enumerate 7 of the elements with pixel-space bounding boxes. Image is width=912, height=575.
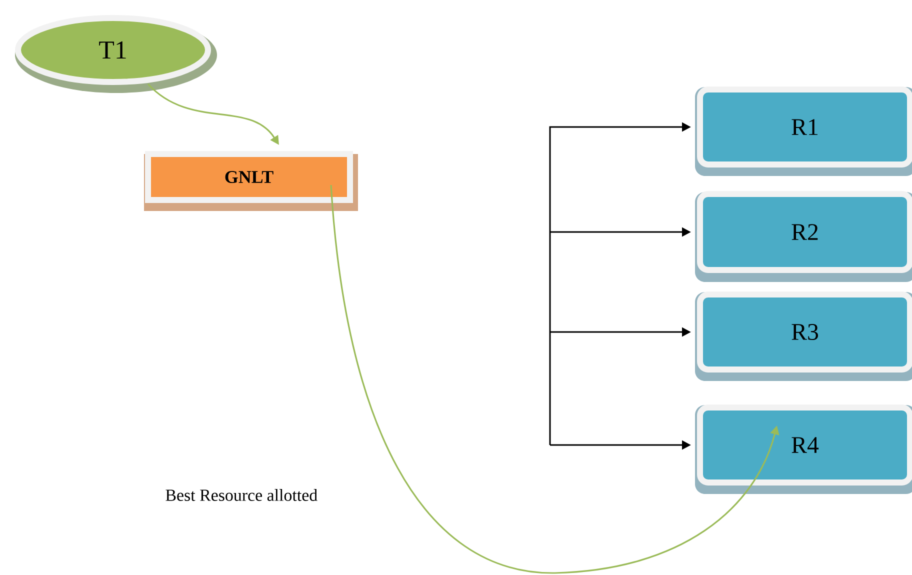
resource-box: R2: [695, 191, 912, 282]
resource-box: R1: [695, 86, 912, 176]
resource-box: R4: [695, 404, 912, 494]
note-text: Best Resource allotted: [166, 489, 318, 501]
resource-box: R3: [695, 292, 912, 381]
curved-arrow: [330, 184, 780, 574]
process-box: GNLT: [144, 151, 358, 211]
